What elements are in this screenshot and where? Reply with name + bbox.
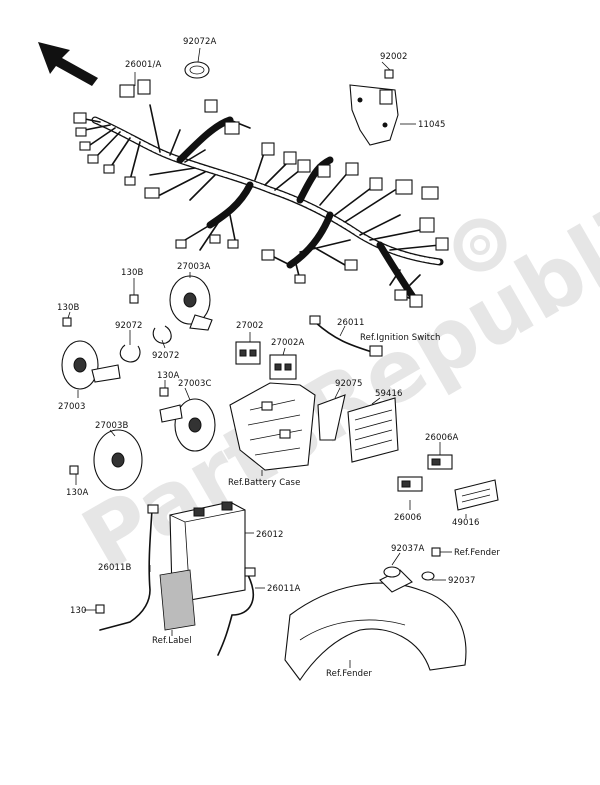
label-27002: 27002 xyxy=(236,321,264,331)
switch-26006A xyxy=(427,454,453,470)
label-26011B: 26011B xyxy=(98,563,132,573)
bracket-11045 xyxy=(349,84,399,146)
label-26006: 26006 xyxy=(394,513,422,523)
clip-92037 xyxy=(383,547,441,581)
label-27003B: 27003B xyxy=(95,421,129,431)
label-92037: 92037 xyxy=(448,576,476,586)
label-ref-fender-top: Ref.Fender xyxy=(454,548,500,558)
band-92072A xyxy=(184,61,210,79)
label-26011: 26011 xyxy=(337,318,365,328)
label-130B-left: 130B xyxy=(57,303,80,313)
switch-26006 xyxy=(397,476,423,492)
bolt-92002 xyxy=(384,69,394,79)
lead-26011B xyxy=(99,504,159,631)
label-130: 130 xyxy=(70,606,87,616)
label-27003: 27003 xyxy=(58,402,86,412)
watermark-text: PartsRepublik xyxy=(67,164,600,591)
cover-49016 xyxy=(454,479,499,511)
lead-26011A xyxy=(217,567,256,656)
label-26011A: 26011A xyxy=(267,584,301,594)
label-92075: 92075 xyxy=(335,379,363,389)
label-11045: 11045 xyxy=(418,120,446,130)
leader-lines xyxy=(67,47,467,668)
label-27002A: 27002A xyxy=(271,338,305,348)
label-ref-battery-case: Ref.Battery Case xyxy=(228,478,300,488)
relay-27002 xyxy=(235,341,261,365)
strap-92075 xyxy=(317,394,346,441)
fender-ref xyxy=(284,569,467,681)
label-ref-label: Ref.Label xyxy=(152,636,192,646)
part-labels: 26001/A 92072A 92002 11045 130B 27003A 1… xyxy=(57,37,500,679)
band-92072 xyxy=(119,325,172,363)
label-130B-top: 130B xyxy=(121,268,144,278)
watermark: PartsRepublik xyxy=(67,164,600,591)
label-27003A: 27003A xyxy=(177,262,211,272)
wire-harness xyxy=(73,79,449,308)
label-92037A: 92037A xyxy=(391,544,425,554)
gear-watermark-icon xyxy=(453,218,507,272)
lead-26011 xyxy=(309,315,383,357)
horn-27003 xyxy=(61,340,121,390)
label-49016: 49016 xyxy=(452,518,480,528)
label-27003C: 27003C xyxy=(178,379,212,389)
label-130A-top: 130A xyxy=(157,371,180,381)
label-92072-a: 92072 xyxy=(115,321,143,331)
label-26012: 26012 xyxy=(256,530,284,540)
front-direction-arrow-icon xyxy=(38,42,98,86)
label-ref-fender-bottom: Ref.Fender xyxy=(326,669,372,679)
horn-27003B xyxy=(93,429,143,491)
battery-case-ref xyxy=(229,382,316,471)
horn-27003C xyxy=(159,398,216,452)
label-26006A: 26006A xyxy=(425,433,459,443)
label-59416: 59416 xyxy=(375,389,403,399)
label-26001A: 26001/A xyxy=(125,60,162,70)
label-130A-left: 130A xyxy=(66,488,89,498)
label-ref xyxy=(159,569,196,631)
label-ref-ignition-switch: Ref.Ignition Switch xyxy=(360,333,440,343)
label-92072A: 92072A xyxy=(183,37,217,47)
relay-27002A xyxy=(269,354,297,380)
label-92072-b: 92072 xyxy=(152,351,180,361)
unit-59416 xyxy=(347,397,399,463)
horn-27003A xyxy=(169,275,213,331)
label-92002: 92002 xyxy=(380,52,408,62)
